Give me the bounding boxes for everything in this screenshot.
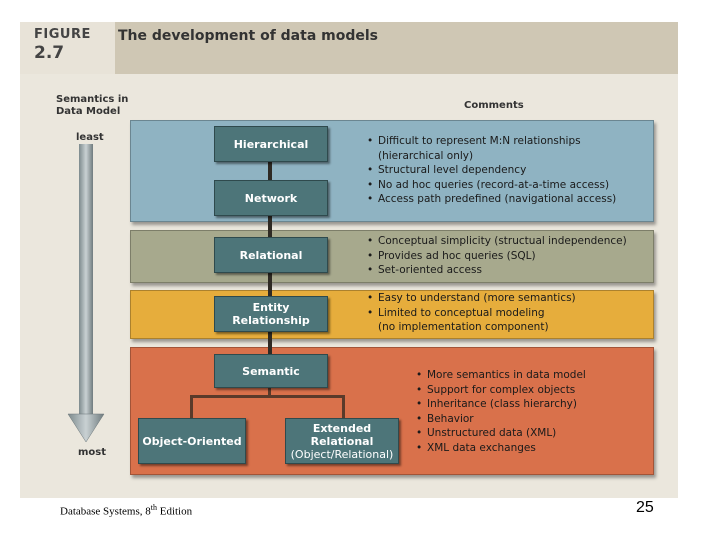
comment-item: Inheritance (class hierarchy) xyxy=(416,397,586,412)
comment-item: (hierarchical only) xyxy=(378,149,474,162)
connector-line xyxy=(190,395,345,398)
comments-heading: Comments xyxy=(464,100,524,111)
model-box-semantic: Semantic xyxy=(214,354,328,388)
comment-item: XML data exchanges xyxy=(416,441,586,456)
axis-least-label: least xyxy=(76,132,104,143)
footer-citation: Database Systems, 8th Edition xyxy=(60,503,193,518)
comment-item: Easy to understand (more semantics) xyxy=(367,291,576,306)
comments-hierarchical-network: Difficult to represent M:N relationships… xyxy=(367,134,616,207)
connector-line xyxy=(342,395,345,418)
connector-line xyxy=(268,271,272,296)
comments-semantic: More semantics in data model Support for… xyxy=(416,368,586,455)
page-number: 25 xyxy=(636,499,654,516)
comments-relational: Conceptual simplicity (structual indepen… xyxy=(367,234,627,278)
semantics-heading: Semantics in Data Model xyxy=(56,94,129,117)
comment-item: Support for complex objects xyxy=(416,383,586,398)
comment-item: Access path predefined (navigational acc… xyxy=(367,192,616,207)
comment-item: Set-oriented access xyxy=(367,263,627,278)
comment-item: Difficult to represent M:N relationships xyxy=(367,134,616,149)
comment-item: Provides ad hoc queries (SQL) xyxy=(367,249,627,264)
model-box-entity-relationship: Entity Relationship xyxy=(214,296,328,332)
model-box-object-oriented: Object-Oriented xyxy=(138,418,246,464)
semantics-arrow-icon xyxy=(67,144,105,443)
comment-item: (no implementation component) xyxy=(378,321,549,333)
model-box-extended-relational: Extended Relational (Object/Relational) xyxy=(285,418,399,464)
model-box-relational: Relational xyxy=(214,237,328,273)
figure-title: The development of data models xyxy=(118,28,378,44)
figure-label-area xyxy=(20,22,115,74)
comment-item: More semantics in data model xyxy=(416,368,586,383)
connector-line xyxy=(268,160,272,180)
comment-item: Unstructured data (XML) xyxy=(416,426,586,441)
connector-line xyxy=(268,214,272,237)
axis-most-label: most xyxy=(78,447,107,458)
figure-label: FIGURE xyxy=(34,27,91,42)
comment-item: No ad hoc queries (record-at-a-time acce… xyxy=(367,178,616,193)
comments-entity-relationship: Easy to understand (more semantics) Limi… xyxy=(367,291,576,335)
comment-item: Limited to conceptual modeling xyxy=(367,306,576,321)
comment-item: Conceptual simplicity (structual indepen… xyxy=(367,234,627,249)
model-box-network: Network xyxy=(214,180,328,216)
model-box-hierarchical: Hierarchical xyxy=(214,126,328,162)
figure-title-bar xyxy=(115,22,678,74)
figure-number: 2.7 xyxy=(34,43,65,63)
connector-line xyxy=(268,386,271,396)
connector-line xyxy=(268,330,272,355)
connector-line xyxy=(190,395,193,418)
comment-item: Structural level dependency xyxy=(367,163,616,178)
comment-item: Behavior xyxy=(416,412,586,427)
